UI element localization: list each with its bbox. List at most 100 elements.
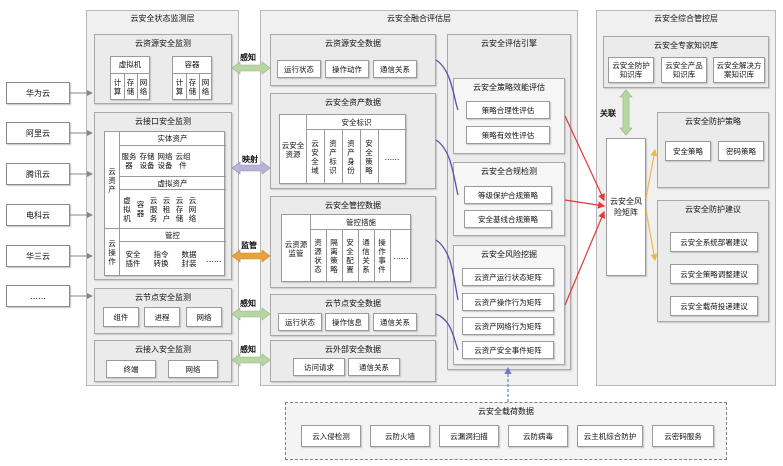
control-encapsulation: 数据封装 — [181, 250, 197, 268]
asset-data-subtitle: 安全标识 — [341, 118, 372, 127]
virtual-asset-title: 虚拟资产 — [157, 179, 188, 188]
relate-label: 关联 — [600, 109, 616, 118]
asset-policy: 安全策略 — [365, 139, 373, 175]
asset-domain: 云安全域 — [311, 139, 319, 175]
compliance-level: 等级保护合规策略 — [464, 186, 552, 204]
asset-id: 资产标识 — [329, 139, 337, 175]
compliance-title: 云安全合规检测 — [481, 167, 537, 176]
node-monitor-title: 云节点安全监测 — [135, 293, 191, 302]
expert-solution-kb: 云安全解决方案知识库 — [713, 57, 765, 83]
vm-title: 虚拟机 — [118, 60, 142, 69]
interface-table: 云资产 云操作 实体资产 服务器 存储设备 网络设备 云组件 虚拟资产 虚拟机 … — [104, 131, 226, 276]
node-data-ops: 操作信息 — [325, 313, 369, 331]
container-storage: 存储 — [188, 77, 197, 96]
virtual-network: 云网络 — [188, 195, 197, 223]
source-aliyun: 阿里云 — [6, 122, 70, 144]
control-data-subtitle: 管控措施 — [346, 218, 376, 227]
policy-rationality: 策略合理性评估 — [466, 101, 550, 119]
expert-product-kb: 云安全产品知识库 — [661, 57, 707, 83]
protection-advice-title: 云安全防护建议 — [685, 205, 741, 214]
control-isolation: 隔离策略 — [330, 238, 338, 274]
vm-storage: 存储 — [126, 77, 135, 96]
control-title: 管控 — [165, 231, 180, 240]
node-component: 组件 — [103, 307, 139, 327]
physical-asset-title: 实体资产 — [157, 134, 188, 143]
vm-network: 网络 — [139, 77, 148, 96]
compliance-baseline: 安全基线合规策略 — [464, 210, 552, 228]
physical-storage: 存储设备 — [139, 152, 155, 170]
payload-firewall: 云防火墙 — [370, 425, 430, 447]
container-title: 容器 — [184, 60, 200, 69]
control-data-side: 云资源监管 — [284, 240, 308, 258]
expert-title: 云安全专家知识库 — [654, 41, 718, 50]
arrow-label-supervise: 监管 — [241, 241, 257, 250]
source-more: …… — [6, 285, 70, 307]
resource-data-running: 运行状态 — [277, 60, 321, 78]
control-resource-status: 资源状态 — [314, 238, 322, 274]
node-data-title: 云节点安全数据 — [325, 299, 381, 308]
container-network: 网络 — [201, 77, 210, 96]
cloud-ops-label: 云操作 — [108, 238, 116, 266]
resource-monitor-title: 云资源安全监测 — [135, 39, 191, 48]
payload-ids: 云入侵检测 — [301, 425, 361, 447]
protection-policy-title: 云安全防护策略 — [685, 117, 741, 126]
cloud-asset-label: 云资产 — [108, 166, 116, 194]
virtual-container: 容器 — [136, 200, 145, 218]
source-h3c: 华三云 — [6, 245, 70, 267]
container-compute: 计算 — [175, 77, 184, 96]
payload-title: 云安全载荷数据 — [478, 407, 534, 416]
control-comm: 通信关系 — [362, 238, 370, 274]
arrow-label-sense-3: 感知 — [240, 345, 256, 354]
access-monitor-title: 云接入安全监测 — [135, 345, 191, 354]
asset-data-table: 云安全资源 安全标识 云安全域 资产标识 资产身份 安全策略 …… — [279, 114, 407, 184]
arrow-label-sense-2: 感知 — [240, 299, 256, 308]
node-data-running: 运行状态 — [278, 313, 322, 331]
physical-component: 云组件 — [175, 152, 191, 170]
policy-effectiveness: 策略有效性评估 — [466, 126, 550, 144]
virtual-tenant: 云租户 — [162, 195, 171, 223]
source-dianke: 电科云 — [6, 204, 70, 226]
external-data-title: 云外部安全数据 — [325, 345, 381, 354]
risk-ops-matrix: 云资产操作行为矩阵 — [462, 293, 554, 311]
source-huawei: 华为云 — [6, 82, 70, 104]
control-plugin: 安全插件 — [125, 250, 141, 268]
payload-crypto-service: 云密码服务 — [652, 425, 714, 447]
payload-vuln-scan: 云漏洞扫描 — [439, 425, 499, 447]
source-tencent: 腾讯云 — [6, 163, 70, 185]
expert-protection-kb: 云安全防护知识库 — [608, 57, 654, 83]
advice-deploy: 云安全系统部署建议 — [670, 232, 758, 252]
arrow-label-map: 映射 — [242, 155, 258, 164]
asset-more: …… — [384, 152, 400, 162]
advice-payload: 云安全载荷投递建议 — [670, 296, 758, 316]
left-layer-title: 云安全状态监测层 — [130, 14, 195, 23]
risk-event-matrix: 云资产安全事件矩阵 — [462, 341, 554, 359]
vm-compute: 计算 — [113, 77, 122, 96]
advice-policy: 云安全策略调整建议 — [670, 264, 758, 284]
virtual-storage: 云存储 — [175, 195, 184, 223]
control-instruction: 指令转换 — [153, 250, 169, 268]
virtual-service: 云服务 — [149, 195, 158, 223]
resource-data-comm: 通信关系 — [373, 60, 417, 78]
resource-data-action: 操作动作 — [325, 60, 369, 78]
access-terminal: 终端 — [106, 360, 156, 378]
control-data-table: 云资源监管 管控措施 资源状态 隔离策略 安全配置 通信关系 操作事件 …… — [281, 214, 412, 282]
risk-network-matrix: 云资产网络行为矩阵 — [462, 317, 554, 335]
control-events: 操作事件 — [378, 238, 386, 274]
arrow-label-sense-1: 感知 — [240, 53, 256, 62]
risk-running-matrix: 云资产运行状态矩阵 — [462, 268, 554, 286]
middle-layer-title: 云安全融合评估层 — [387, 14, 451, 23]
asset-data-side: 云安全资源 — [281, 141, 305, 159]
control-config: 安全配置 — [346, 238, 354, 274]
risk-matrix-box: 云安全风险矩阵 — [606, 138, 646, 276]
node-network: 网络 — [186, 307, 222, 327]
control-more-data: …… — [393, 251, 409, 261]
policy-eval-title: 云安全策略效能评估 — [473, 83, 545, 92]
control-more: …… — [206, 254, 222, 264]
physical-network: 网络设备 — [157, 152, 173, 170]
control-data-title: 云安全管控数据 — [325, 201, 381, 210]
node-process: 进程 — [144, 307, 180, 327]
external-access: 访问请求 — [293, 358, 345, 376]
right-layer-title: 云安全综合管控层 — [654, 14, 718, 23]
external-comm: 通信关系 — [348, 358, 400, 376]
asset-identity: 资产身份 — [347, 139, 355, 175]
